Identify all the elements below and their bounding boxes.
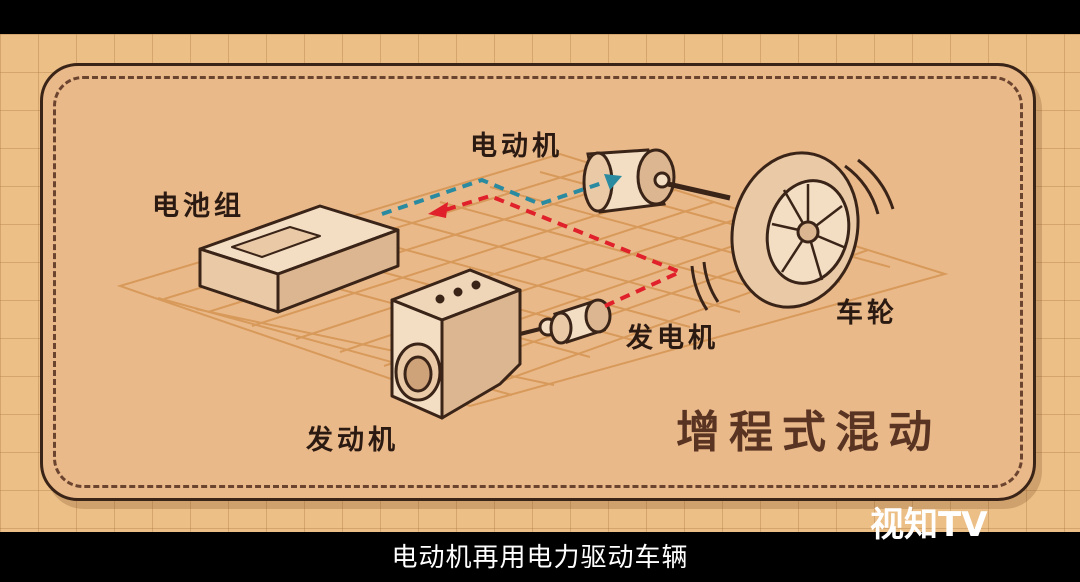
engine-block — [390, 268, 522, 420]
label-wheel: 车轮 — [836, 298, 898, 329]
flow-red — [444, 193, 686, 308]
diagram-illustration — [116, 148, 949, 420]
label-generator: 发电机 — [626, 323, 719, 354]
diagram-title: 增程式混动 — [676, 407, 941, 458]
channel-watermark: 视知TV — [870, 505, 988, 545]
label-engine: 发动机 — [306, 425, 399, 456]
generator — [519, 298, 612, 345]
video-subtitle: 电动机再用电力驱动车辆 — [391, 543, 689, 573]
flow-blue — [381, 177, 606, 216]
wheel — [690, 151, 895, 311]
label-battery: 电池组 — [152, 191, 245, 222]
drive-motor — [582, 148, 731, 214]
stitch-border — [53, 76, 1023, 488]
label-motor: 电动机 — [470, 131, 563, 162]
flow-red-arrow — [428, 202, 448, 218]
battery-pack — [198, 204, 400, 314]
video-frame: 电动机 电池组 发电机 发动机 车轮 增程式混动 — [0, 34, 1080, 532]
flow-blue-arrow — [604, 174, 622, 190]
